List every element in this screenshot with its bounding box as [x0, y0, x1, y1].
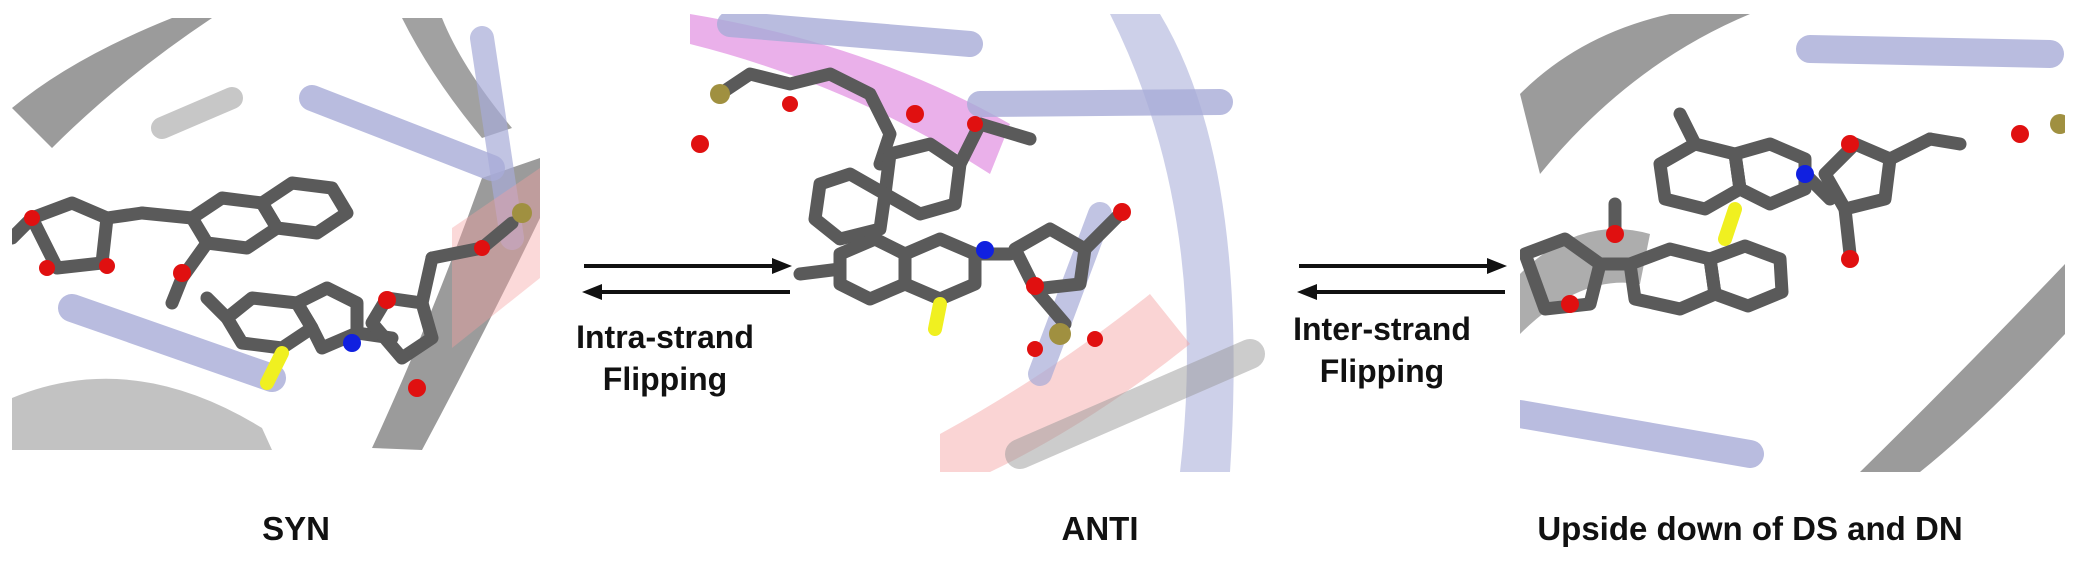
base-cylinder — [1796, 35, 2064, 68]
inter-label-line1: Inter-strand — [1293, 311, 1471, 347]
forward-arrowhead — [772, 258, 792, 274]
anti-structure-panel — [690, 14, 1270, 472]
reverse-arrowhead — [582, 284, 602, 300]
intra-strand-equilibrium-arrows — [580, 250, 794, 310]
intra-label-line1: Intra-strand — [576, 319, 754, 355]
sugar-ring — [1818, 132, 1967, 261]
highlight-region — [940, 294, 1190, 472]
backbone-ribbon — [12, 378, 272, 450]
base-cylinder — [151, 87, 243, 139]
inter-strand-equilibrium-arrows — [1295, 250, 1509, 310]
sugar-ring — [1520, 232, 1637, 316]
base-cylinder — [470, 26, 524, 250]
base-cylinder — [1005, 339, 1265, 469]
quinoline-ring-system — [1653, 107, 1837, 216]
highlight-region — [690, 14, 1010, 174]
base-cylinder — [1520, 400, 1764, 468]
upside-down-structure-panel — [1520, 14, 2065, 472]
naphthyl-ring-system — [808, 117, 1037, 246]
backbone-ribbon — [12, 18, 212, 148]
quinoline-ring-system — [200, 281, 399, 355]
inter-strand-flipping-label: Inter-strand Flipping — [1262, 308, 1502, 392]
inter-label-line2: Flipping — [1319, 353, 1445, 389]
base-cylinder — [299, 85, 505, 181]
reverse-arrowhead — [1297, 284, 1317, 300]
upside-down-caption: Upside down of DS and DN — [1537, 510, 1963, 547]
intra-strand-flipping-label: Intra-strand Flipping — [545, 316, 785, 400]
sulfur-atom — [1718, 202, 1742, 246]
anti-caption: ANTI — [1061, 510, 1139, 547]
sulfur-atom — [260, 346, 289, 390]
syn-molecule-render — [12, 18, 540, 450]
base-cylinder — [58, 294, 286, 392]
intra-label-line2: Flipping — [602, 361, 728, 397]
sugar-ring — [713, 67, 897, 171]
naphthyl-ring-system — [135, 176, 354, 310]
syn-caption: SYN — [262, 510, 330, 547]
backbone-ribbon — [1520, 229, 1650, 334]
syn-structure-panel — [12, 18, 540, 450]
base-cylinder — [717, 14, 983, 57]
naphthyl-ring-system — [1608, 197, 1789, 316]
sulfur-atom — [928, 297, 947, 336]
forward-arrowhead — [1487, 258, 1507, 274]
backbone-ribbon — [1110, 14, 1234, 472]
anti-molecule-render — [690, 14, 1265, 472]
upside-down-molecule-render — [1520, 14, 2065, 472]
backbone-ribbon — [1520, 14, 1750, 174]
base-cylinder — [967, 89, 1233, 117]
backbone-ribbon — [1860, 264, 2065, 472]
